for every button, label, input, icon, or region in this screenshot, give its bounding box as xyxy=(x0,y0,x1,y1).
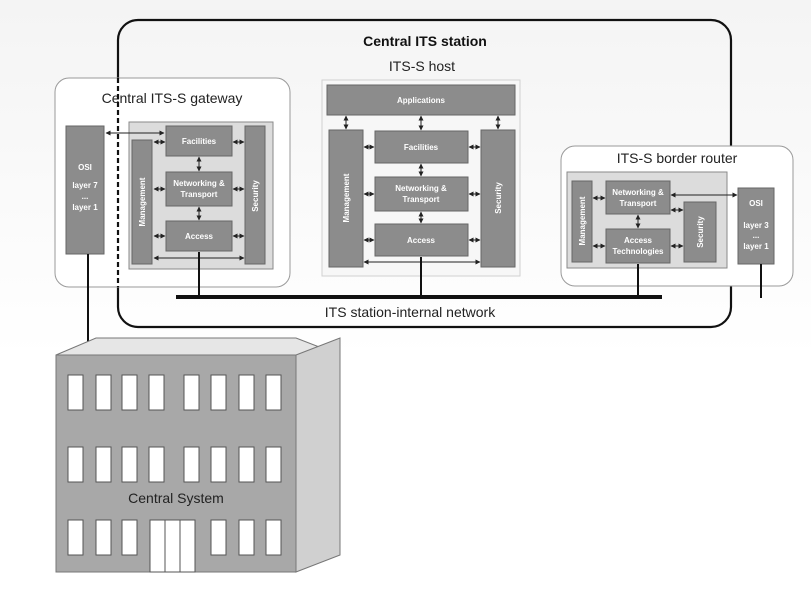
router-security-label: Security xyxy=(696,216,705,248)
router-security-bar xyxy=(683,201,717,263)
gateway-networking-label-1: Networking & xyxy=(173,179,225,188)
central-system-label: Central System xyxy=(128,490,224,506)
router-management-label: Management xyxy=(578,196,587,245)
its-s-border-router: ITS-S border router Management Networkin… xyxy=(560,145,794,287)
central-its-station-title: Central ITS station xyxy=(363,33,487,49)
gateway-management-label: Management xyxy=(138,177,147,226)
gateway-osi-label: OSI xyxy=(78,163,92,172)
gateway-access-label: Access xyxy=(185,232,214,241)
host-networking-box xyxy=(374,176,469,212)
building-top xyxy=(55,337,341,356)
router-osi-block xyxy=(737,187,775,265)
network-label: ITS station-internal network xyxy=(325,304,496,320)
router-access-box xyxy=(605,228,671,264)
router-management-bar xyxy=(571,180,593,263)
router-osi-dots: ... xyxy=(753,231,760,240)
host-applications-label: Applications xyxy=(397,96,446,105)
central-its-s-gateway: Central ITS-S gateway OSI layer 7 ... la… xyxy=(54,77,291,288)
host-title: ITS-S host xyxy=(389,58,455,74)
host-networking-label-2: Transport xyxy=(403,195,440,204)
host-access-box xyxy=(374,223,469,257)
gateway-osi-dots: ... xyxy=(82,192,89,201)
central-system-building: Central System xyxy=(55,337,341,573)
gateway-facilities-label: Facilities xyxy=(182,137,217,146)
gateway-access-box xyxy=(165,220,233,252)
gateway-networking-label-2: Transport xyxy=(181,190,218,199)
gateway-networking-box xyxy=(165,171,233,207)
gateway-management-bar xyxy=(131,139,153,265)
host-security-label: Security xyxy=(494,182,503,214)
its-s-host: ITS-S host Applications Management Secur… xyxy=(321,58,521,277)
gateway-security-label: Security xyxy=(251,180,260,212)
host-management-label: Management xyxy=(342,173,351,222)
router-osi-bottom: layer 1 xyxy=(743,242,769,251)
building-windows xyxy=(67,374,282,556)
gateway-facilities-box xyxy=(165,125,233,157)
router-networking-label-2: Transport xyxy=(620,199,657,208)
host-access-label: Access xyxy=(407,236,436,245)
internal-network: ITS station-internal network xyxy=(87,252,762,347)
host-networking-label-1: Networking & xyxy=(395,184,447,193)
host-management-bar xyxy=(328,129,364,268)
router-osi-top: layer 3 xyxy=(743,221,769,230)
building-side xyxy=(295,337,341,573)
gateway-title: Central ITS-S gateway xyxy=(102,90,243,106)
host-facilities-label: Facilities xyxy=(404,143,439,152)
host-security-bar xyxy=(480,129,516,268)
router-title: ITS-S border router xyxy=(617,150,738,166)
gateway-security-bar xyxy=(244,125,266,265)
gateway-osi-block xyxy=(65,125,105,255)
router-access-label-2: Technologies xyxy=(613,247,665,256)
router-access-label-1: Access xyxy=(624,236,653,245)
host-facilities-box xyxy=(374,130,469,164)
host-applications-box xyxy=(326,84,516,116)
router-networking-label-1: Networking & xyxy=(612,188,664,197)
gateway-osi-top: layer 7 xyxy=(72,181,98,190)
building-door xyxy=(149,519,196,573)
router-networking-box xyxy=(605,180,671,215)
gateway-osi-bottom: layer 1 xyxy=(72,203,98,212)
router-osi-label: OSI xyxy=(749,199,763,208)
